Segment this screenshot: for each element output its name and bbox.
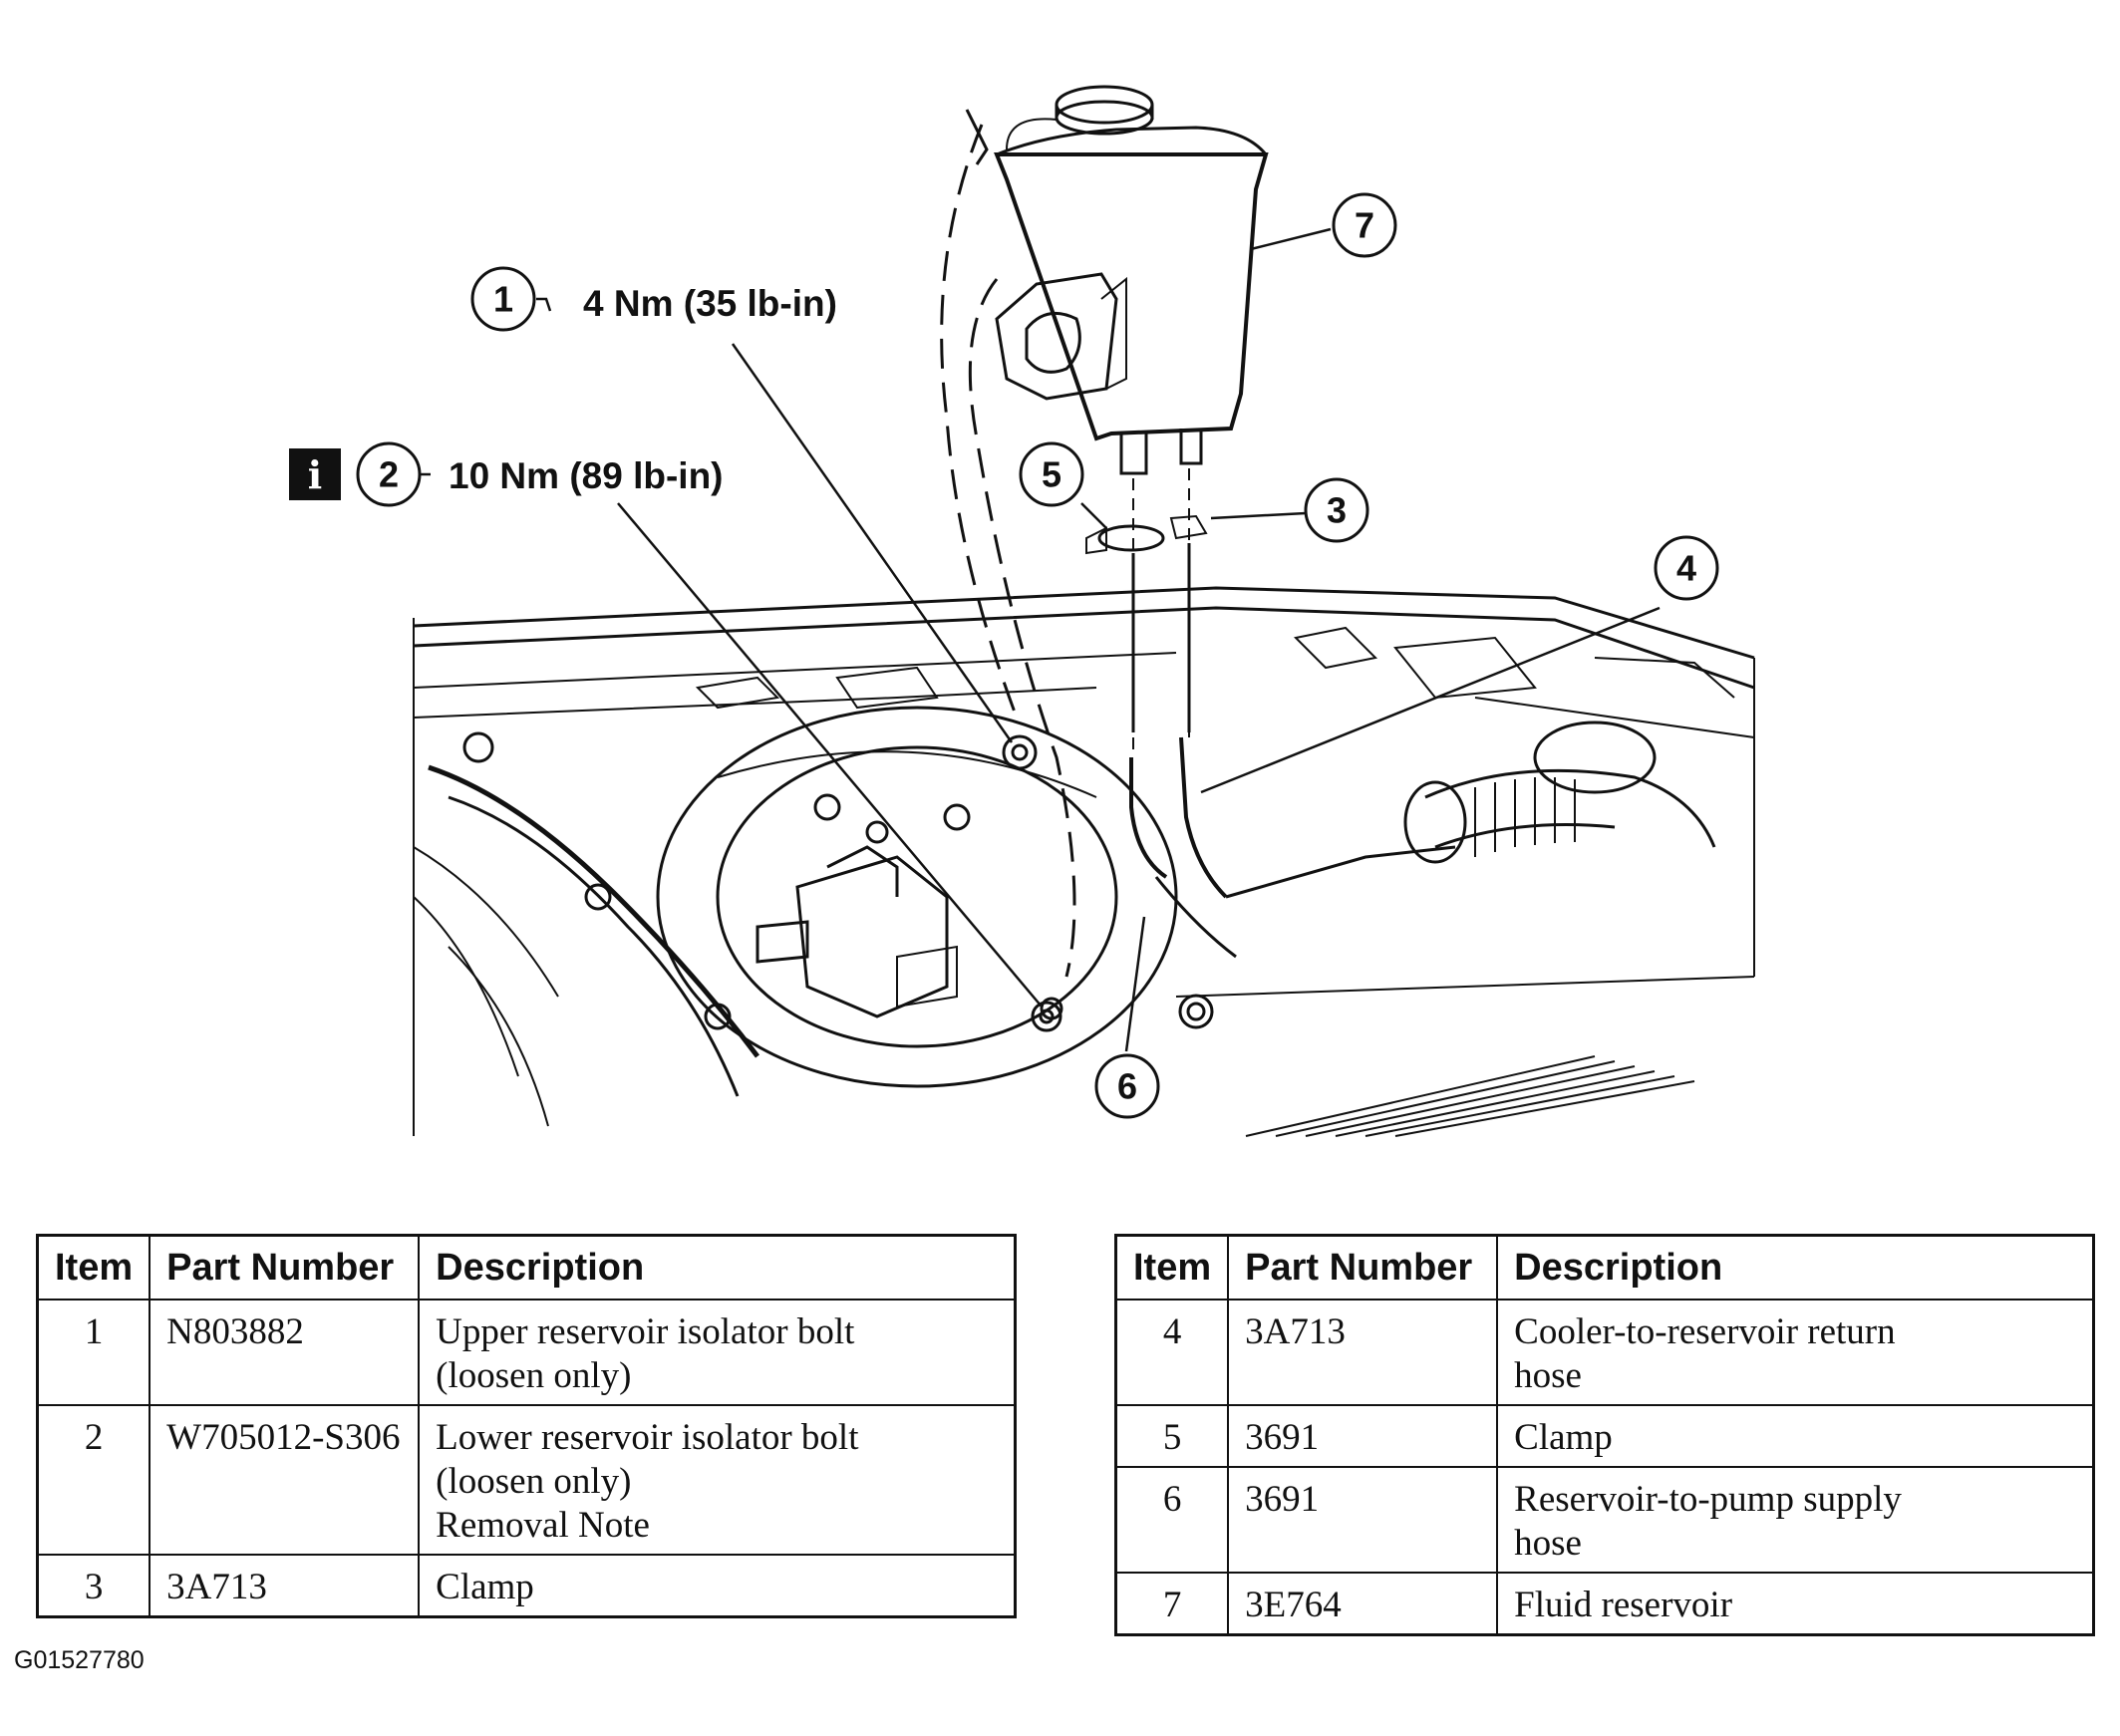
cell-description: Clamp bbox=[1496, 1404, 2095, 1468]
cell-description: Upper reservoir isolator bolt (loosen on… bbox=[418, 1299, 1017, 1406]
callout-number: 5 bbox=[1042, 454, 1061, 495]
cell-item: 5 bbox=[1114, 1404, 1230, 1468]
description-line: hose bbox=[1514, 1523, 1582, 1564]
header-item: Item bbox=[36, 1234, 151, 1301]
exploded-view-diagram: 1 4 Nm (35 lb-in) i 2 10 Nm (89 lb-in) 3… bbox=[289, 85, 1755, 1137]
callout-5: 5 bbox=[1019, 441, 1084, 507]
callout-number: 6 bbox=[1117, 1066, 1137, 1107]
cell-part-number: 3E764 bbox=[1227, 1572, 1499, 1636]
cell-description: Reservoir-to-pump supply hose bbox=[1496, 1466, 2095, 1574]
table-row: 6 3691 Reservoir-to-pump supply hose bbox=[1114, 1466, 2095, 1574]
callout-number: 7 bbox=[1355, 205, 1374, 246]
info-icon bbox=[289, 448, 341, 500]
header-description: Description bbox=[1496, 1234, 2095, 1301]
cell-item: 1 bbox=[36, 1299, 151, 1406]
cell-description: Lower reservoir isolator bolt (loosen on… bbox=[418, 1404, 1017, 1556]
engine-bay-drawing bbox=[413, 85, 1755, 1137]
cell-item: 2 bbox=[36, 1404, 151, 1556]
description-line: Reservoir-to-pump supply bbox=[1514, 1479, 1902, 1520]
cell-description: Clamp bbox=[418, 1554, 1017, 1618]
callout-number: 2 bbox=[379, 454, 399, 495]
callout-7: 7 bbox=[1332, 192, 1397, 258]
description-line: (loosen only) bbox=[436, 1355, 632, 1396]
description-line: Clamp bbox=[436, 1567, 534, 1607]
table-row: 5 3691 Clamp bbox=[1114, 1404, 2095, 1468]
torque-spec-1: 4 Nm (35 lb-in) bbox=[583, 283, 837, 324]
header-part-number: Part Number bbox=[1227, 1234, 1499, 1301]
description-line: Fluid reservoir bbox=[1514, 1585, 1733, 1625]
description-line: Upper reservoir isolator bolt bbox=[436, 1311, 855, 1352]
cell-item: 6 bbox=[1114, 1466, 1230, 1574]
table-row: 7 3E764 Fluid reservoir bbox=[1114, 1572, 2095, 1636]
cell-item: 3 bbox=[36, 1554, 151, 1618]
callout-4: 4 bbox=[1654, 535, 1719, 601]
callout-1: 1 4 Nm (35 lb-in) bbox=[470, 266, 837, 332]
info-icon-letter: i bbox=[308, 452, 322, 497]
table-row: 1 N803882 Upper reservoir isolator bolt … bbox=[36, 1299, 1017, 1406]
figure-id: G01527780 bbox=[14, 1646, 145, 1674]
cell-part-number: 3691 bbox=[1227, 1404, 1499, 1468]
callout-number: 4 bbox=[1676, 548, 1696, 589]
parts-table-right: Item Part Number Description 4 3A713 Coo… bbox=[1114, 1234, 2095, 1636]
callout-number: 1 bbox=[493, 279, 513, 320]
torque-spec-2: 10 Nm (89 lb-in) bbox=[449, 455, 724, 496]
table-row: 4 3A713 Cooler-to-reservoir return hose bbox=[1114, 1299, 2095, 1406]
description-line: Clamp bbox=[1514, 1417, 1613, 1458]
header-description: Description bbox=[418, 1234, 1017, 1301]
cell-part-number: 3A713 bbox=[149, 1554, 421, 1618]
callout-number: 3 bbox=[1327, 490, 1347, 531]
table-row: 2 W705012-S306 Lower reservoir isolator … bbox=[36, 1404, 1017, 1556]
description-line: (loosen only) bbox=[436, 1461, 632, 1502]
parts-table-left: Item Part Number Description 1 N803882 U… bbox=[36, 1234, 1017, 1618]
table-header-row: Item Part Number Description bbox=[1114, 1234, 2095, 1301]
cell-part-number: W705012-S306 bbox=[149, 1404, 421, 1556]
description-line: Lower reservoir isolator bolt bbox=[436, 1417, 859, 1458]
callout-6: 6 bbox=[1094, 1053, 1160, 1119]
callout-2: i 2 10 Nm (89 lb-in) bbox=[289, 441, 724, 507]
cell-part-number: 3A713 bbox=[1227, 1299, 1499, 1406]
table-row: 3 3A713 Clamp bbox=[36, 1554, 1017, 1618]
cell-item: 4 bbox=[1114, 1299, 1230, 1406]
cell-part-number: N803882 bbox=[149, 1299, 421, 1406]
cell-part-number: 3691 bbox=[1227, 1466, 1499, 1574]
header-part-number: Part Number bbox=[149, 1234, 421, 1301]
cell-description: Cooler-to-reservoir return hose bbox=[1496, 1299, 2095, 1406]
callout-3: 3 bbox=[1304, 477, 1369, 543]
table-header-row: Item Part Number Description bbox=[36, 1234, 1017, 1301]
cell-description: Fluid reservoir bbox=[1496, 1572, 2095, 1636]
description-line: Cooler-to-reservoir return bbox=[1514, 1311, 1896, 1352]
description-line: hose bbox=[1514, 1355, 1582, 1396]
leader-lines bbox=[617, 227, 1661, 1052]
cell-item: 7 bbox=[1114, 1572, 1230, 1636]
header-item: Item bbox=[1114, 1234, 1230, 1301]
removal-note-line: Removal Note bbox=[436, 1505, 650, 1546]
